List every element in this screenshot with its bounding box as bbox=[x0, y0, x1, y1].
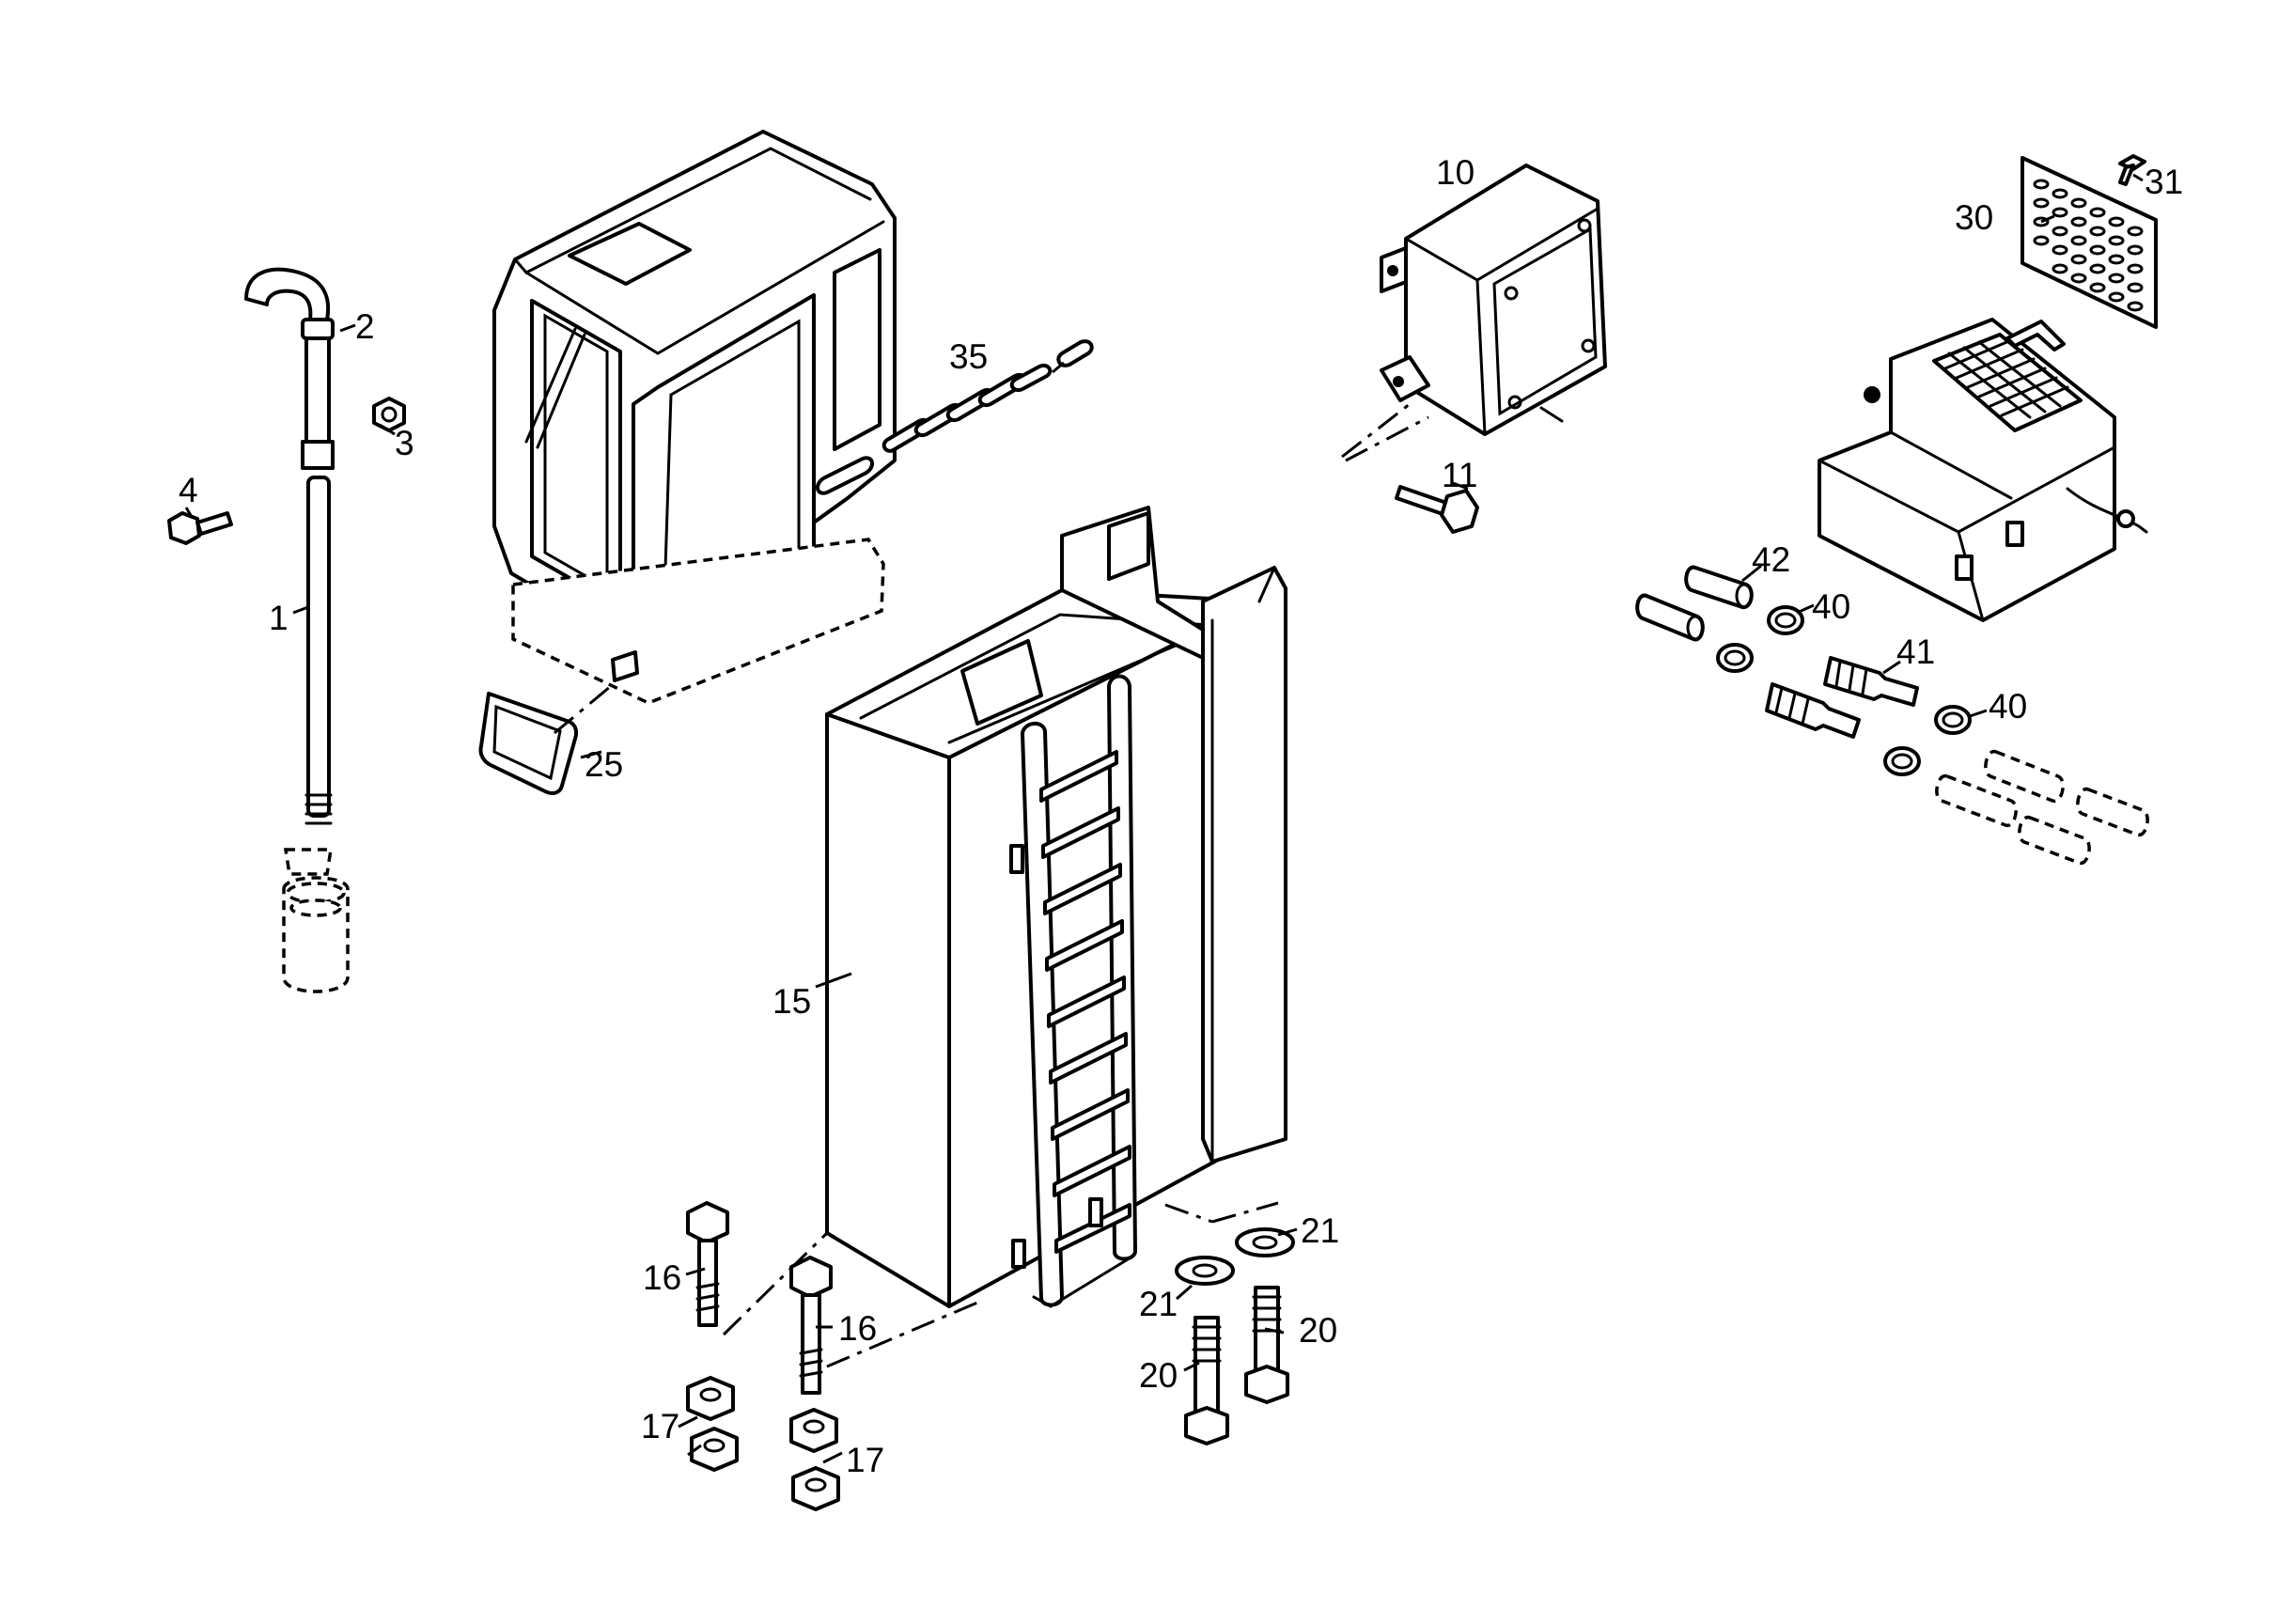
grille-30 bbox=[2021, 156, 2158, 329]
dipstick-rod bbox=[306, 476, 331, 818]
clamp-40a bbox=[1767, 605, 1804, 635]
filler-pipe-assembly bbox=[167, 267, 406, 993]
nuts-17 bbox=[686, 1376, 840, 1511]
roof-hatch bbox=[568, 222, 692, 286]
operator-cabin bbox=[492, 130, 897, 705]
top-bracket bbox=[960, 639, 1043, 726]
vent-grid-lines bbox=[1943, 338, 2069, 419]
hose-42 bbox=[1684, 565, 1754, 609]
bolt-11 bbox=[1395, 485, 1479, 534]
label-17b: 17 bbox=[846, 1441, 884, 1479]
bolt-16a bbox=[686, 1201, 729, 1327]
grille-holes bbox=[2033, 179, 2144, 312]
label-20a: 20 bbox=[1139, 1356, 1178, 1395]
label-1: 1 bbox=[269, 599, 289, 637]
cabin-base-dashed bbox=[511, 538, 885, 705]
label-16b: 16 bbox=[838, 1309, 877, 1348]
wiper bbox=[524, 327, 586, 449]
clamp-40c bbox=[1934, 705, 1972, 735]
label-11: 11 bbox=[1442, 456, 1477, 494]
label-20b: 20 bbox=[1299, 1311, 1337, 1350]
bolts-20 bbox=[1184, 1286, 1289, 1445]
side-channel bbox=[1201, 566, 1287, 1163]
mount-tab-bottom bbox=[1380, 355, 1430, 402]
door-handle bbox=[816, 456, 874, 495]
bolt-4-head bbox=[167, 511, 201, 545]
label-41: 41 bbox=[1896, 632, 1935, 671]
clamp-40b bbox=[1716, 643, 1754, 673]
bolt-16b bbox=[789, 1256, 833, 1395]
tank-15 bbox=[825, 506, 1287, 1308]
part-labels: 1 2 3 4 10 11 15 16 16 17 17 20 20 21 21… bbox=[179, 153, 2183, 1479]
coupling-41a bbox=[1823, 656, 1919, 707]
leader-lines bbox=[184, 173, 2144, 1464]
screw-31 bbox=[2118, 154, 2146, 186]
label-10: 10 bbox=[1436, 153, 1474, 192]
label-2: 2 bbox=[355, 307, 375, 346]
washers-21 bbox=[1175, 1227, 1295, 1286]
filter-cup-dashed bbox=[283, 848, 334, 876]
hose-fittings bbox=[1635, 565, 2149, 865]
label-35: 35 bbox=[949, 337, 988, 376]
label-17a: 17 bbox=[641, 1407, 679, 1445]
heater-handle bbox=[2005, 320, 2066, 351]
heater-unit bbox=[1818, 318, 2148, 622]
label-40b: 40 bbox=[1989, 687, 2027, 726]
label-3: 3 bbox=[395, 424, 414, 462]
label-16a: 16 bbox=[643, 1258, 681, 1297]
electrical-box-10 bbox=[1341, 164, 1607, 459]
label-25: 25 bbox=[585, 745, 623, 784]
label-15: 15 bbox=[772, 982, 811, 1021]
label-30: 30 bbox=[1955, 198, 1993, 237]
label-4: 4 bbox=[179, 471, 198, 509]
pipe-socket bbox=[301, 440, 335, 470]
heater-knob bbox=[1864, 386, 1880, 403]
label-42: 42 bbox=[1752, 540, 1790, 579]
label-40a: 40 bbox=[1812, 587, 1850, 626]
tank-front bbox=[825, 712, 951, 1308]
heater-cable bbox=[2066, 487, 2148, 534]
cabin-hinge bbox=[611, 650, 639, 682]
coupling-41b bbox=[1765, 682, 1861, 739]
nut-3 bbox=[372, 397, 406, 432]
assembly-lines bbox=[554, 415, 1429, 1368]
bolt-4-shank bbox=[195, 511, 233, 536]
label-31: 31 bbox=[2145, 163, 2183, 201]
filler-elbow bbox=[244, 267, 331, 321]
label-21b: 21 bbox=[1301, 1211, 1339, 1250]
label-21a: 21 bbox=[1139, 1285, 1178, 1323]
pipe-collar bbox=[301, 318, 335, 340]
rear-window bbox=[833, 248, 882, 451]
upper-pipe bbox=[304, 336, 331, 444]
chain-35 bbox=[882, 339, 1094, 453]
gasket-25 bbox=[478, 692, 579, 795]
clamp-40d bbox=[1883, 746, 1921, 776]
ladder-rungs bbox=[1039, 750, 1131, 1254]
rod-thread bbox=[304, 793, 333, 825]
